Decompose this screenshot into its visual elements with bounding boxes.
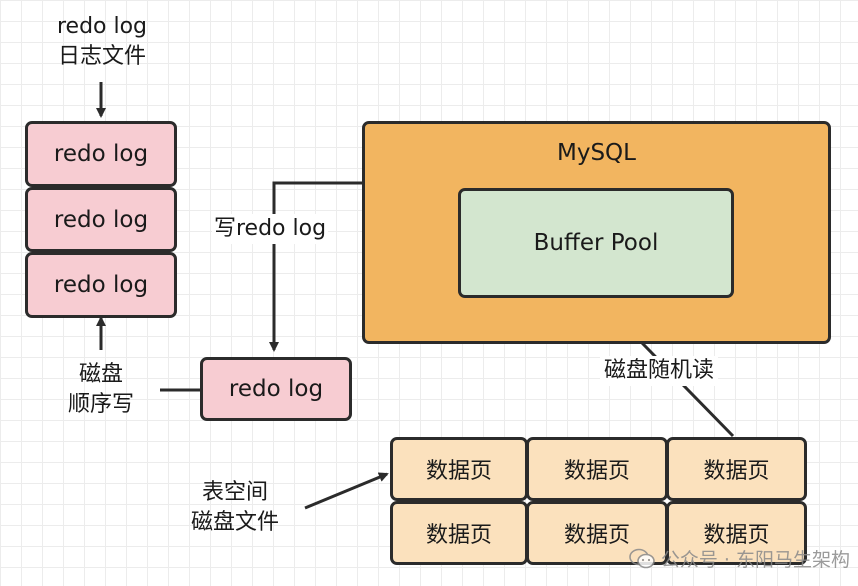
data-page-label: 数据页	[703, 523, 770, 548]
redo-log-block-label: redo log	[53, 206, 149, 233]
redo-log-block-label: redo log	[53, 141, 149, 167]
redo-file-caption-line1: redo log	[56, 14, 148, 39]
redo-log-block-1: redo log	[25, 121, 177, 187]
buffer-pool-label: Buffer Pool	[533, 230, 659, 256]
sequential-write-caption: 磁盘 顺序写	[60, 360, 142, 419]
data-page: 数据页	[526, 437, 668, 501]
redo-log-block-label: redo log	[53, 272, 149, 298]
arrow-write-redo	[269, 181, 364, 352]
buffer-pool: Buffer Pool	[458, 188, 734, 298]
write-redo-label: 写redo log	[212, 214, 329, 244]
data-page-label: 数据页	[425, 459, 492, 484]
redo-log-block-3: redo log	[25, 252, 177, 318]
data-page-label: 数据页	[563, 459, 630, 484]
random-read-label: 磁盘随机读	[600, 356, 719, 386]
data-page: 数据页	[666, 501, 807, 565]
watermark: 公众号 · 东阳马生架构	[629, 545, 850, 572]
tablespace-caption: 表空间 磁盘文件	[183, 478, 287, 537]
redo-log-block-2: redo log	[25, 187, 177, 252]
data-page: 数据页	[390, 501, 528, 565]
arrow-tablespace	[304, 472, 389, 510]
mysql-server: MySQL	[362, 121, 831, 344]
mysql-label: MySQL	[557, 140, 636, 166]
data-page: 数据页	[666, 437, 807, 501]
redo-log-buffer: redo log	[200, 357, 352, 421]
redo-log-buffer-label: redo log	[228, 376, 324, 402]
data-page: 数据页	[390, 437, 528, 501]
redo-file-caption-line2: 日志文件	[57, 43, 146, 69]
sequential-write-line1: 磁盘	[78, 362, 123, 387]
tablespace-caption-line2: 磁盘文件	[190, 509, 279, 535]
sequential-write-line2: 顺序写	[67, 391, 134, 417]
tablespace-caption-line1: 表空间	[201, 480, 268, 505]
redo-file-caption: redo log 日志文件	[50, 12, 154, 71]
data-page-label: 数据页	[563, 523, 630, 548]
data-page-label: 数据页	[425, 523, 492, 548]
wechat-icon	[629, 548, 655, 568]
data-page-label: 数据页	[703, 459, 770, 484]
watermark-text: 公众号 · 东阳马生架构	[660, 549, 850, 571]
